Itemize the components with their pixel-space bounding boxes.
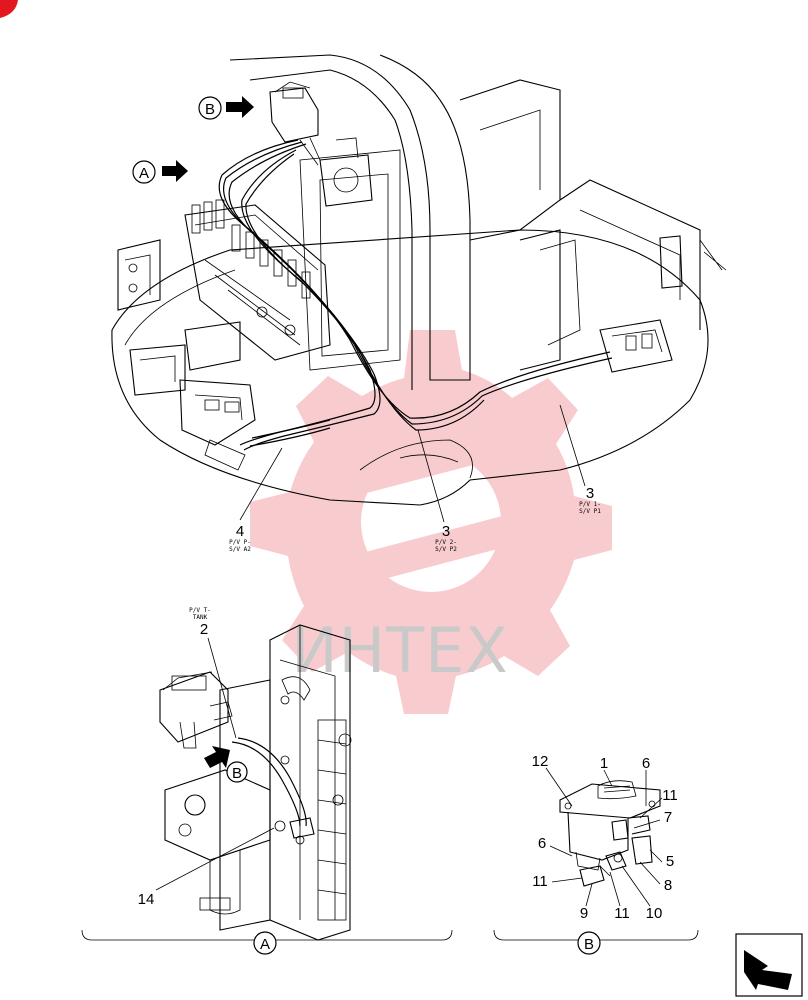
view-A-label: A bbox=[260, 936, 270, 953]
view-bracket-A: A bbox=[81, 929, 453, 955]
svg-text:3: 3 bbox=[442, 523, 450, 540]
hose-3-main-label: 3 P/V 1- S/V P1 bbox=[559, 404, 601, 515]
part-7-label: 7 bbox=[664, 809, 672, 826]
callout-B-label: B bbox=[205, 101, 215, 118]
part-11-top-label: 11 bbox=[662, 787, 678, 804]
solenoid-valve-right bbox=[599, 319, 673, 373]
view-B-label: B bbox=[584, 936, 594, 953]
upper-frame-assembly bbox=[111, 54, 727, 506]
svg-text:P/V 2-: P/V 2- bbox=[435, 539, 457, 546]
part-6-left-label: 6 bbox=[538, 835, 546, 852]
part-10-label: 10 bbox=[646, 905, 663, 922]
next-page-arrow-icon[interactable] bbox=[735, 933, 803, 997]
bold-right-arrow-icon bbox=[226, 96, 254, 118]
detail-A-view: B bbox=[159, 624, 352, 941]
pilot-valve-top bbox=[269, 81, 321, 166]
part-8-label: 8 bbox=[664, 877, 672, 894]
part-11-left-label: 11 bbox=[532, 873, 548, 890]
bold-right-arrow-icon bbox=[162, 160, 188, 182]
solenoid-valve-left bbox=[179, 379, 256, 471]
svg-text:S/V A2: S/V A2 bbox=[229, 546, 251, 553]
view-bracket-B: B bbox=[493, 929, 699, 955]
svg-text:TANK: TANK bbox=[193, 614, 208, 621]
svg-text:P/V 1-: P/V 1- bbox=[579, 501, 601, 508]
bold-right-arrow-icon bbox=[204, 746, 230, 768]
watermark-gear-icon bbox=[250, 330, 612, 714]
hose-4-label: 4 P/V P- S/V A2 bbox=[229, 447, 283, 553]
part-11-bottom-label: 11 bbox=[614, 905, 630, 922]
detail-B-view bbox=[559, 780, 661, 887]
part-12-label: 12 bbox=[532, 753, 549, 770]
hose-2-label: P/V T- TANK 2 bbox=[189, 607, 237, 739]
control-valve-block bbox=[184, 199, 331, 361]
callout-A-label: A bbox=[139, 165, 149, 182]
svg-text:P/V T-: P/V T- bbox=[189, 607, 211, 614]
svg-text:2: 2 bbox=[200, 621, 208, 638]
svg-text:4: 4 bbox=[236, 523, 244, 540]
svg-text:P/V P-: P/V P- bbox=[229, 539, 251, 546]
hose-3-lower-label: 3 P/V 2- S/V P2 bbox=[417, 429, 457, 553]
callout-B-detail-label: B bbox=[232, 765, 242, 782]
part-14-label: 14 bbox=[138, 827, 275, 908]
watermark-text: ИНТЕХ bbox=[291, 614, 509, 687]
pilot-hoses-top bbox=[218, 139, 613, 451]
svg-text:14: 14 bbox=[138, 891, 155, 908]
svg-text:S/V P1: S/V P1 bbox=[579, 508, 601, 515]
callout-A-top: A bbox=[132, 160, 188, 184]
part-5-label: 5 bbox=[666, 853, 674, 870]
callout-B-top: B bbox=[198, 96, 254, 120]
part-6-top-label: 6 bbox=[642, 755, 650, 772]
part-9-label: 9 bbox=[580, 905, 588, 922]
svg-text:S/V P2: S/V P2 bbox=[435, 546, 457, 553]
svg-text:3: 3 bbox=[586, 485, 594, 502]
part-1-label: 1 bbox=[600, 755, 608, 772]
detail-B-part-labels: 12 1 6 11 7 5 8 6 11 9 11 10 bbox=[532, 753, 678, 922]
corner-mark bbox=[0, 0, 18, 18]
